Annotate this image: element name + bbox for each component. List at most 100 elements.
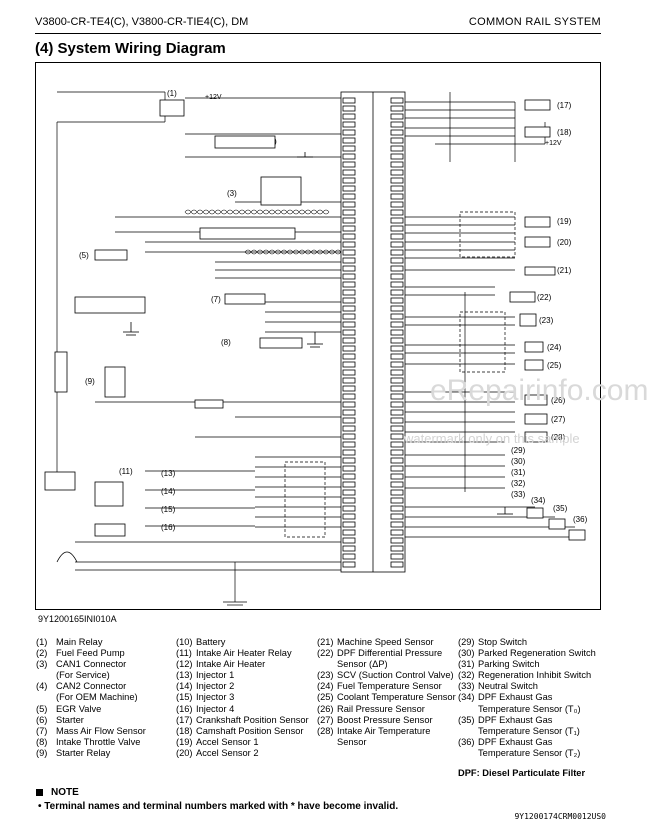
ecu-pin: [390, 545, 404, 552]
ecu-pin: [342, 257, 356, 264]
ecu-pin: [342, 161, 356, 168]
can-twisted-pair: [184, 209, 342, 255]
legend-item: (18)Camshaft Position Sensor: [176, 726, 309, 737]
ecu-pin: [390, 473, 404, 480]
callout-label: (23): [539, 316, 554, 325]
ecu-pin: [342, 177, 356, 184]
legend-number: (29): [458, 637, 475, 647]
legend-label: Accel Sensor 2: [196, 747, 259, 758]
legend-number: (12): [176, 659, 193, 670]
ecu-pin: [342, 457, 356, 464]
legend-number: (26): [317, 703, 334, 714]
ecu-pin: [342, 273, 356, 280]
legend-label: EGR Valve: [56, 703, 102, 714]
ecu-pin: [342, 481, 356, 488]
callout-label: (28): [551, 433, 566, 442]
ecu-pin: [342, 409, 356, 416]
legend-column-2: (10)Battery(11)Intake Air Heater Relay(1…: [176, 637, 309, 759]
legend-label: Starter: [56, 714, 84, 725]
callout-label: (22): [537, 293, 552, 302]
legend-label: CAN2 Connector: [56, 681, 127, 692]
ecu-pin: [342, 425, 356, 432]
watermark-site: eRepairinfo.com: [430, 374, 649, 407]
callout-label: (19): [557, 217, 572, 226]
callout-label: (11): [119, 467, 133, 476]
legend-item: (15)Injector 3: [176, 692, 309, 703]
ecu-pin: [390, 225, 404, 232]
legend-number: (5): [36, 703, 48, 714]
legend-label: Injector 3: [196, 692, 235, 703]
callout-label: (34): [531, 496, 546, 505]
callout-label: (25): [547, 361, 562, 370]
legend-item: (21)Machine Speed Sensor: [317, 637, 456, 648]
note-heading-text: NOTE: [51, 787, 79, 798]
dpf-abbreviation-note: DPF: Diesel Particulate Filter: [458, 768, 586, 778]
ecu-pin: [342, 193, 356, 200]
legend-item: (32)Regeneration Inhibit Switch: [458, 670, 596, 681]
legend-label: (For OEM Machine): [56, 692, 138, 703]
legend-item: (For OEM Machine): [36, 692, 146, 703]
ecu-pin: [342, 401, 356, 408]
legend-label: Stop Switch: [478, 637, 528, 647]
callout-label: (16): [161, 523, 176, 532]
legend-item: Sensor: [317, 737, 456, 748]
callout-label: (1): [167, 89, 177, 98]
ecu-pin: [390, 449, 404, 456]
ecu-pin: [390, 145, 404, 152]
legend-number: (33): [458, 681, 475, 692]
ecu-pin: [390, 305, 404, 312]
ecu-pin: [342, 129, 356, 136]
legend-number: (17): [176, 714, 193, 725]
legend-item: (12)Intake Air Heater: [176, 659, 309, 670]
ecu-pin: [390, 313, 404, 320]
ecu-pin: [342, 169, 356, 176]
component-boxes: [44, 99, 586, 541]
ecu-pin: [342, 529, 356, 536]
legend-item: (24)Fuel Temperature Sensor: [317, 681, 456, 692]
voltage-label-top: +12V: [205, 94, 222, 101]
ecu-pin: [390, 553, 404, 560]
callout-label: (36): [573, 515, 588, 524]
legend-label: Rail Pressure Sensor: [337, 703, 425, 714]
ecu-pin: [390, 113, 404, 120]
callout-label: (33): [511, 490, 526, 499]
legend-label: Sensor (ΔP): [337, 659, 388, 670]
ecu-pin: [390, 161, 404, 168]
ecu-pin: [342, 329, 356, 336]
legend-number: (27): [317, 714, 334, 725]
legend-item: (14)Injector 2: [176, 681, 309, 692]
note-text: • Terminal names and terminal numbers ma…: [38, 801, 399, 812]
ecu-pin: [390, 281, 404, 288]
legend-label: Intake Air Heater Relay: [196, 648, 292, 659]
ecu-pin: [390, 489, 404, 496]
legend-number: (1): [36, 637, 48, 647]
ecu-pin: [342, 137, 356, 144]
legend-number: (16): [176, 703, 193, 714]
legend-label: Parking Switch: [478, 659, 540, 670]
legend-item: (10)Battery: [176, 637, 309, 648]
legend-label: Fuel Feed Pump: [56, 648, 125, 659]
right-wiring: [405, 92, 575, 538]
legend-label: Injector 4: [196, 703, 235, 714]
callout-label: (3): [227, 189, 237, 198]
legend-item: (35)DPF Exhaust Gas: [458, 715, 596, 726]
callout-label: (35): [553, 504, 568, 513]
callout-label: (27): [551, 415, 566, 424]
ecu-pin: [342, 249, 356, 256]
legend-label: Temperature Sensor (T₁): [478, 725, 580, 736]
ecu-pin: [342, 417, 356, 424]
ecu-pin: [390, 201, 404, 208]
ecu-pin: [390, 265, 404, 272]
ecu-pin: [390, 209, 404, 216]
ecu-pin: [390, 521, 404, 528]
ecu-pin: [342, 561, 356, 568]
ecu-pin: [390, 177, 404, 184]
legend-item: (For Service): [36, 670, 146, 681]
ecu-pin: [342, 393, 356, 400]
legend-item: (33)Neutral Switch: [458, 681, 596, 692]
ecu-pin: [342, 337, 356, 344]
legend-label: SCV (Suction Control Valve): [337, 670, 454, 681]
callout-label: (31): [511, 468, 526, 477]
ecu-pin: [390, 513, 404, 520]
ecu-pin: [342, 361, 356, 368]
